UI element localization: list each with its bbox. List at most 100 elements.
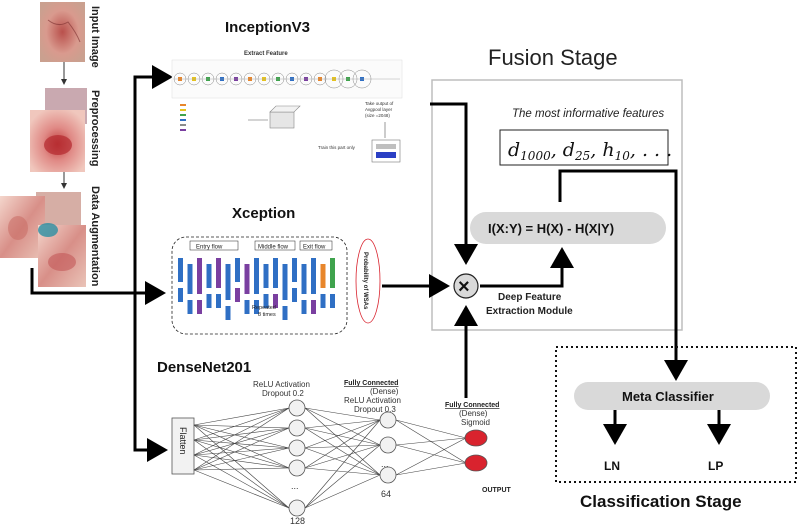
input-image xyxy=(40,2,85,62)
xception-layer xyxy=(311,300,316,314)
densenet-edge xyxy=(193,467,290,471)
fc2-dense-label: (Dense) xyxy=(459,409,488,418)
densenet-edge xyxy=(304,444,381,509)
xception-middle-label: Middle flow xyxy=(258,245,289,251)
fusion-stage-title: Fusion Stage xyxy=(488,45,618,70)
densenet-edge xyxy=(193,439,290,469)
densenet-connections xyxy=(193,407,467,509)
xception-repeated-2: 8 times xyxy=(258,312,276,318)
xception-layer xyxy=(263,264,269,288)
xception-layers xyxy=(178,258,335,320)
inceptionv3-note-1: Take output of xyxy=(365,101,394,106)
hidden-node-64 xyxy=(379,436,397,454)
arrow-fusion-to-mi xyxy=(480,247,574,288)
output-node xyxy=(464,429,488,447)
meta-classifier-pill xyxy=(574,382,770,410)
inceptionv3-note-2: Avgpool layer xyxy=(365,107,393,112)
densenet-edge xyxy=(304,447,381,476)
output-node xyxy=(464,454,488,472)
xception-layer xyxy=(197,258,202,294)
deep-feature-label: Deep Feature xyxy=(498,292,562,303)
xception-repeated-1: Repeated xyxy=(252,305,276,311)
classification-stage-title: Classification Stage xyxy=(580,492,742,511)
densenet-edge xyxy=(304,474,381,509)
densenet-edge xyxy=(304,427,381,446)
xception-layer xyxy=(301,300,307,314)
input-image-column: Input Image Preprocessing Data Augmentat… xyxy=(0,2,101,287)
arrow-features-to-classifier xyxy=(558,169,688,381)
inceptionv3-block: InceptionV3 Extract Feature Take output … xyxy=(171,19,403,163)
densenet-edge xyxy=(193,439,290,449)
densenet-edge xyxy=(193,424,290,509)
xception-layer xyxy=(254,258,259,294)
xception-layer xyxy=(235,258,240,282)
feature-vector-box xyxy=(499,129,669,166)
layer1-ellipsis: ... xyxy=(291,481,299,491)
fusion-multiply-node xyxy=(453,273,479,299)
node-count-128: 128 xyxy=(290,516,305,526)
preprocessing-label: Preprocessing xyxy=(89,90,101,166)
densenet-edge xyxy=(304,444,381,449)
densenet-edge xyxy=(304,419,381,429)
densenet-edge xyxy=(193,427,290,456)
densenet-edge xyxy=(193,424,290,469)
augmentation-label: Data Augmentation xyxy=(89,186,101,287)
xception-layer xyxy=(244,300,250,314)
fusion-stage-frame xyxy=(431,79,683,331)
inceptionv3-head-box xyxy=(371,139,401,163)
fusion-arrows xyxy=(382,102,688,398)
xception-layer xyxy=(282,306,288,320)
fc1-dense-label: (Dense) xyxy=(370,387,399,396)
densenet-edge xyxy=(193,454,290,509)
hidden-node-128 xyxy=(288,419,306,437)
inceptionv3-cube xyxy=(269,111,295,129)
densenet-edge xyxy=(395,462,467,476)
branch-arrows xyxy=(30,65,173,462)
inceptionv3-title: InceptionV3 xyxy=(225,19,310,36)
classification-stage: Meta Classifier LN LP Classification Sta… xyxy=(555,346,797,511)
xception-entry-label: Entry flow xyxy=(196,245,223,251)
densenet-edge xyxy=(193,454,290,469)
xception-probability-oval xyxy=(355,238,381,324)
extraction-module-label: Extraction Module xyxy=(486,306,573,317)
mutual-information-formula: I(X:Y) = H(X) - H(X|Y) xyxy=(488,221,614,236)
densenet-edge xyxy=(304,419,381,509)
xception-layer xyxy=(187,300,193,314)
xception-layer xyxy=(273,294,278,308)
densenet-edge xyxy=(193,424,290,449)
xception-layer xyxy=(216,258,221,288)
fc2-sigmoid-label: Sigmoid xyxy=(461,418,490,427)
fc1-title: Fully Connected xyxy=(344,380,398,387)
xception-layer xyxy=(216,294,221,308)
layer1-activation-label: ReLU Activation xyxy=(253,380,310,389)
classification-frame xyxy=(555,346,797,483)
densenet-edge xyxy=(395,437,467,476)
layer2-ellipsis: ... xyxy=(381,459,389,469)
fusion-stage: Fusion Stage The most informative featur… xyxy=(431,45,683,331)
densenet-edge xyxy=(395,419,467,439)
hidden-node-128 xyxy=(288,439,306,457)
xception-layer xyxy=(178,288,183,302)
densenet-edge xyxy=(304,419,381,449)
densenet-edge xyxy=(395,437,467,446)
output-label: OUTPUT xyxy=(482,487,512,494)
meta-classifier-label: Meta Classifier xyxy=(622,389,714,404)
xception-layer xyxy=(225,306,231,320)
arrow-inception-to-fusion xyxy=(430,102,478,265)
xception-layer xyxy=(225,264,231,300)
arrow-to-xception xyxy=(30,268,166,305)
flatten-label: Flatten xyxy=(178,427,188,455)
flatten-layer xyxy=(171,417,195,475)
densenet-edge xyxy=(304,467,381,476)
xception-block: Xception Entry flow Middle flow Exit flo… xyxy=(171,205,381,335)
input-image-label: Input Image xyxy=(89,6,101,68)
fc1-activation-label: ReLU Activation xyxy=(344,396,401,405)
xception-probability-label: Probability of WSAs xyxy=(362,252,368,310)
densenet-edge xyxy=(304,407,381,446)
hidden-node-128 xyxy=(288,399,306,417)
xception-layer xyxy=(292,258,297,282)
xception-layer xyxy=(273,258,278,288)
hidden-node-64 xyxy=(379,411,397,429)
hidden-node-64 xyxy=(379,466,397,484)
